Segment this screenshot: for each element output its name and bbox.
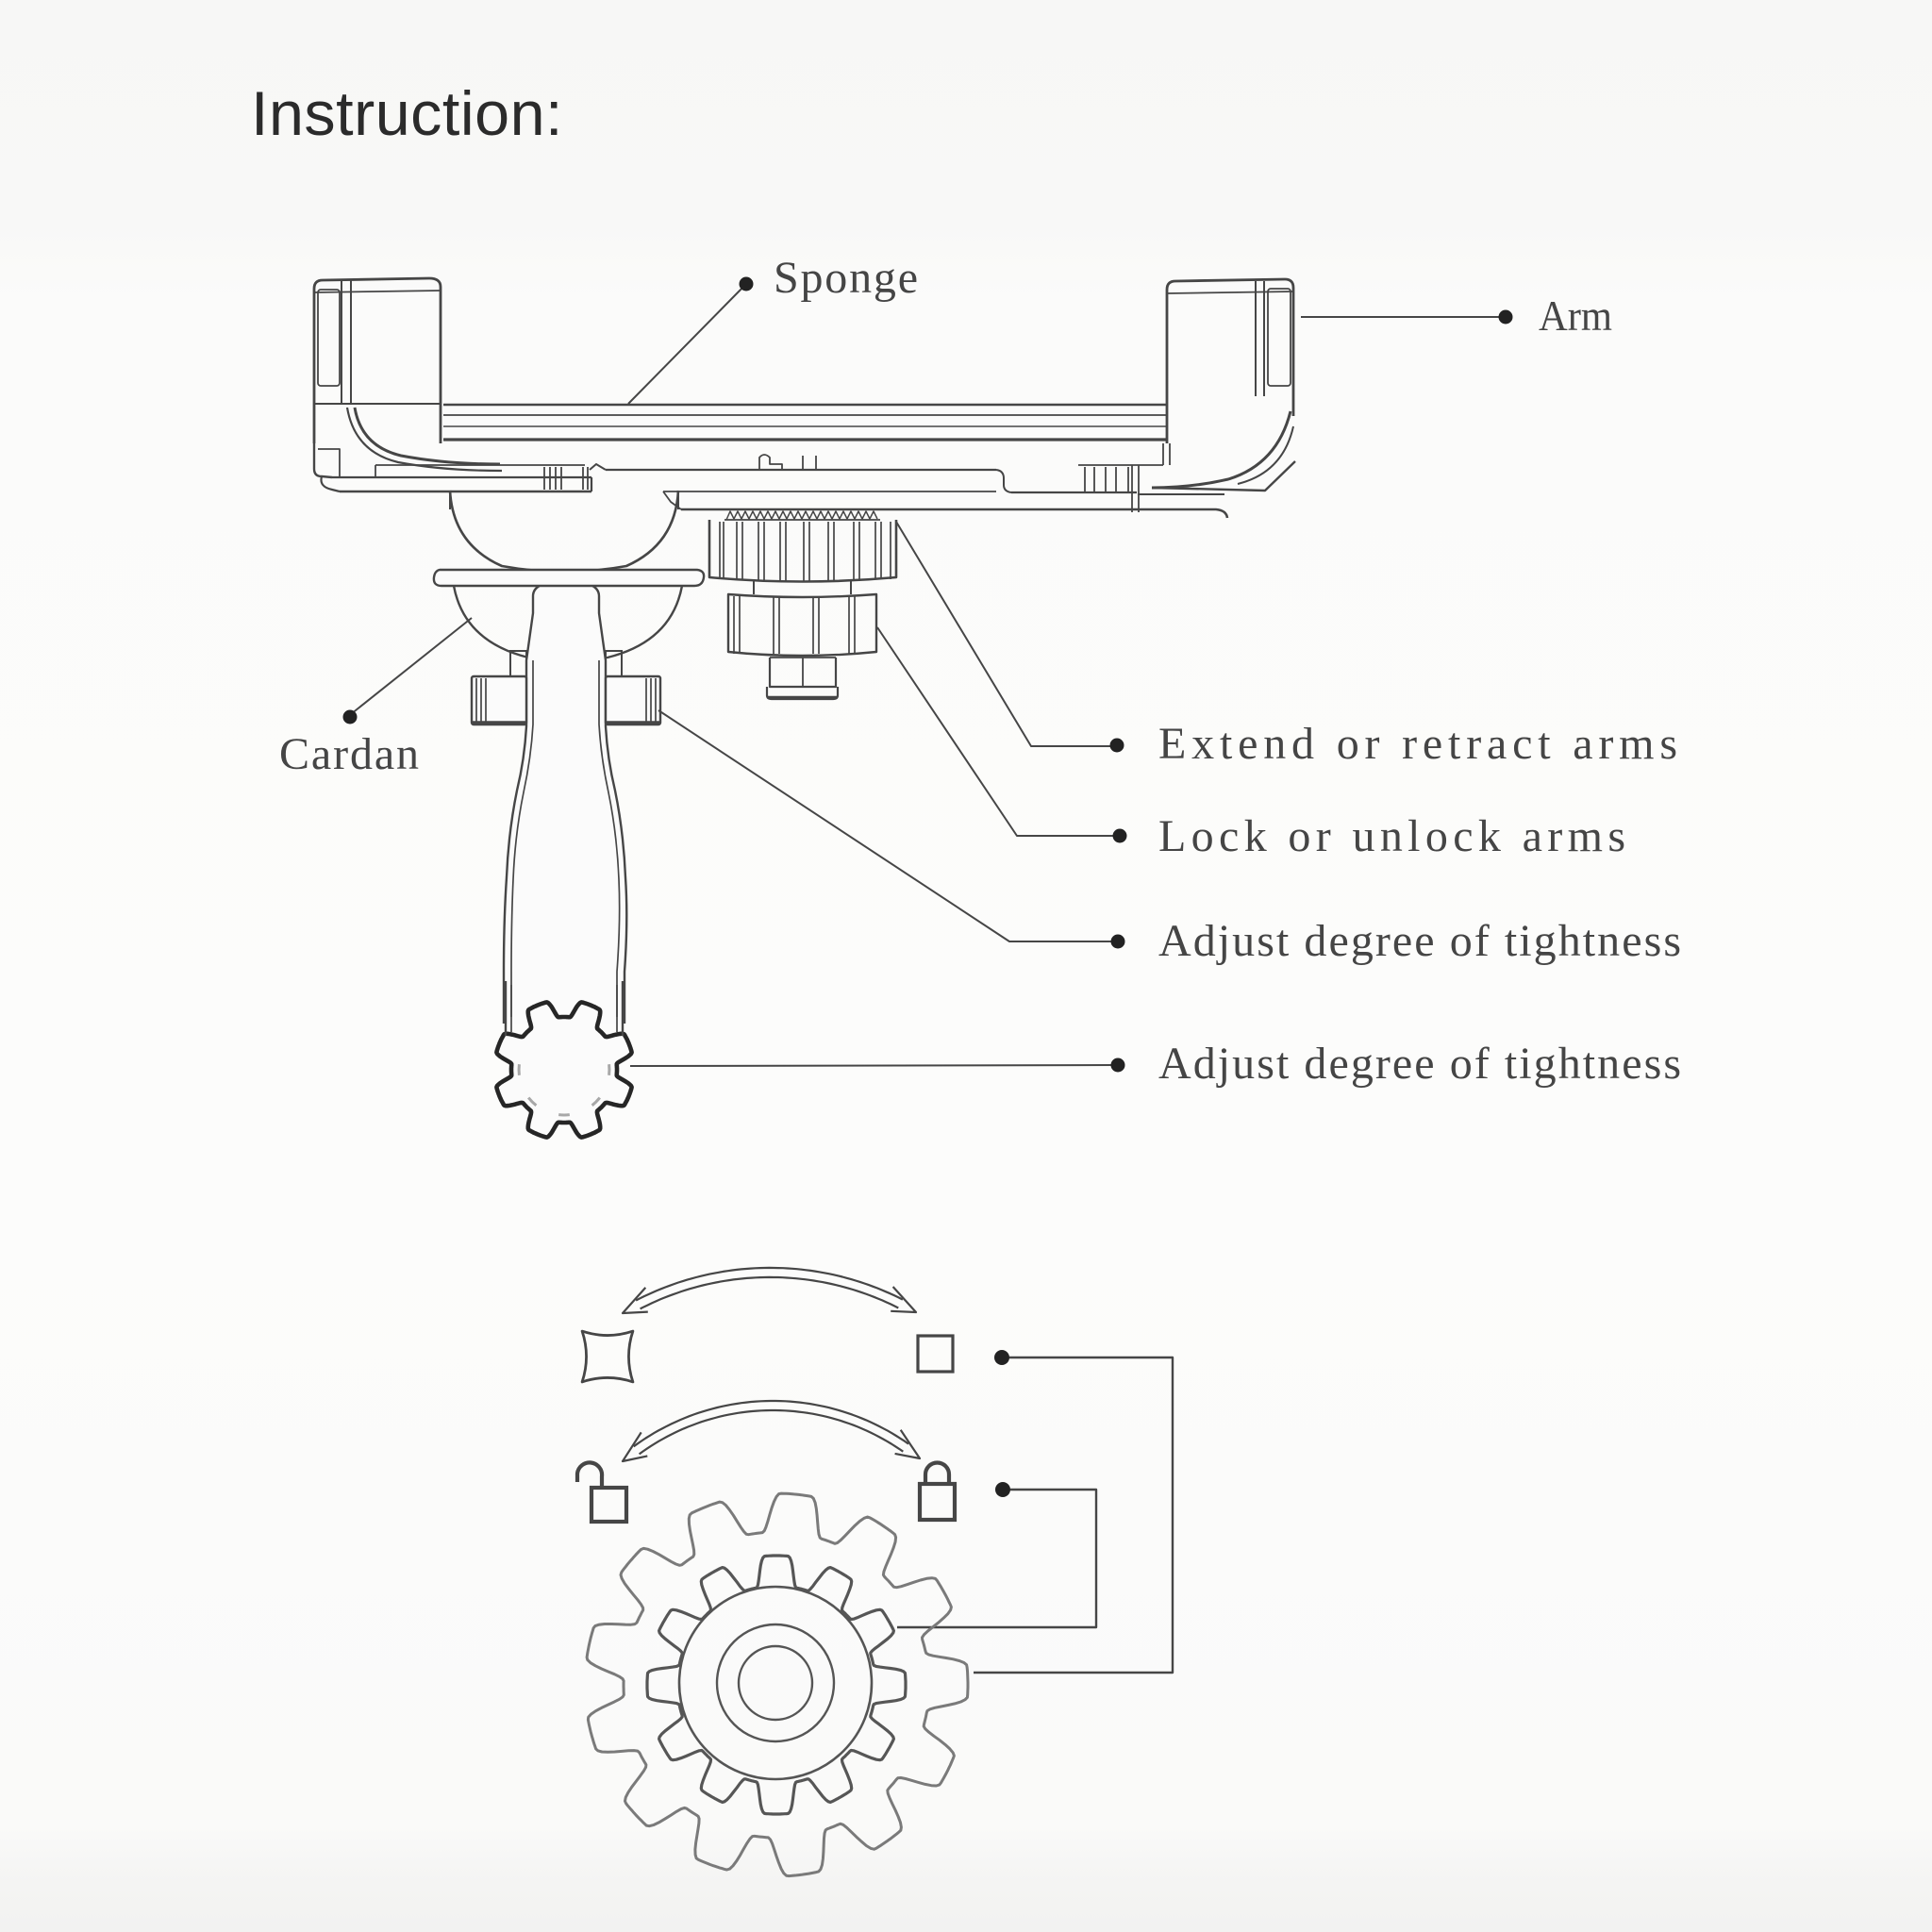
svg-text:Instruction:: Instruction: [251,78,563,148]
svg-text:Adjust degree of tightness: Adjust degree of tightness [1158,1039,1681,1089]
svg-text:Arm: Arm [1539,291,1612,340]
svg-text:Adjust degree of tightness: Adjust degree of tightness [1158,916,1681,966]
svg-text:Cardan: Cardan [279,729,419,779]
svg-text:Sponge: Sponge [774,253,918,303]
svg-text:Lock or unlock arms: Lock or unlock arms [1158,811,1625,861]
